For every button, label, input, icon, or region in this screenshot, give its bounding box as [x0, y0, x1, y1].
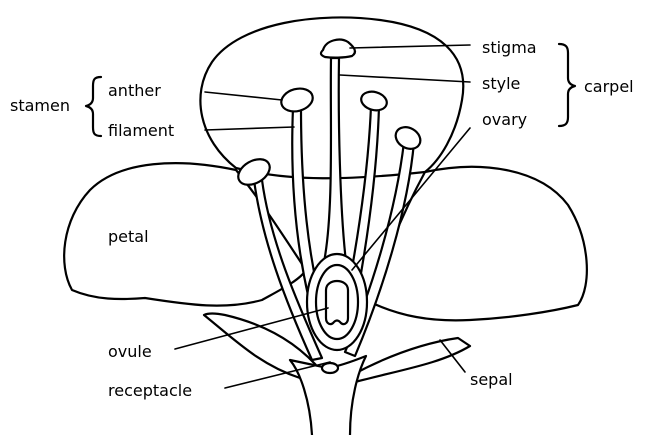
label-anther: anther — [108, 81, 161, 100]
receptacle-knob — [322, 363, 338, 373]
label-receptacle: receptacle — [108, 381, 192, 400]
label-ovary: ovary — [482, 110, 527, 129]
label-stigma: stigma — [482, 38, 537, 57]
label-stamen: stamen — [10, 96, 70, 115]
right-sepal — [352, 338, 470, 382]
carpel-brace — [559, 44, 575, 126]
label-style: style — [482, 74, 520, 93]
label-filament: filament — [108, 121, 174, 140]
stamen-brace — [86, 77, 101, 136]
ovule-shape — [326, 281, 348, 324]
label-carpel: carpel — [584, 77, 634, 96]
label-ovule: ovule — [108, 342, 152, 361]
label-petal: petal — [108, 227, 149, 246]
label-sepal: sepal — [470, 370, 513, 389]
